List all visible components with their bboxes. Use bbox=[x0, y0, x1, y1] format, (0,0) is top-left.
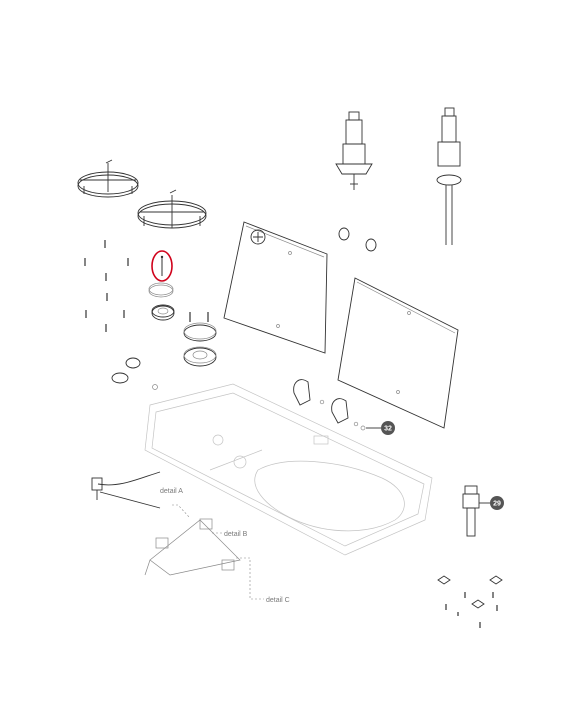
gas-valve-b bbox=[436, 107, 462, 245]
callout-29-number: 29 bbox=[493, 501, 501, 508]
screw-set-right bbox=[437, 575, 503, 628]
screw-set-left bbox=[84, 240, 129, 332]
detail-b-label: detail B bbox=[224, 531, 248, 538]
detail-c-leader bbox=[236, 557, 264, 600]
detail-a-label: detail A bbox=[160, 488, 183, 495]
hinge-bushings bbox=[338, 227, 377, 252]
glass-lid-right bbox=[337, 277, 459, 429]
callout-32: 32 bbox=[360, 421, 395, 435]
pan-support-large bbox=[137, 189, 207, 229]
gas-pipe-left bbox=[91, 471, 161, 509]
burner-cap-small bbox=[148, 282, 174, 298]
detail-a-leader bbox=[172, 504, 191, 519]
callout-32-number: 32 bbox=[384, 426, 392, 433]
electrode-pin bbox=[160, 255, 164, 276]
highlight-circle bbox=[151, 250, 173, 282]
fitting-part-29: 29 bbox=[462, 485, 504, 537]
glass-lid-left bbox=[223, 221, 328, 354]
burner-head-small bbox=[151, 304, 175, 321]
burner-cap-large bbox=[183, 312, 217, 342]
gas-valve-a bbox=[335, 111, 373, 190]
hob-tray bbox=[144, 383, 433, 556]
pan-support-small bbox=[77, 159, 139, 198]
control-knobs bbox=[111, 357, 158, 390]
gas-manifold bbox=[144, 518, 241, 576]
hinge-clips bbox=[293, 379, 359, 427]
detail-c-label: detail C bbox=[266, 597, 290, 604]
burner-head-large bbox=[183, 346, 217, 367]
